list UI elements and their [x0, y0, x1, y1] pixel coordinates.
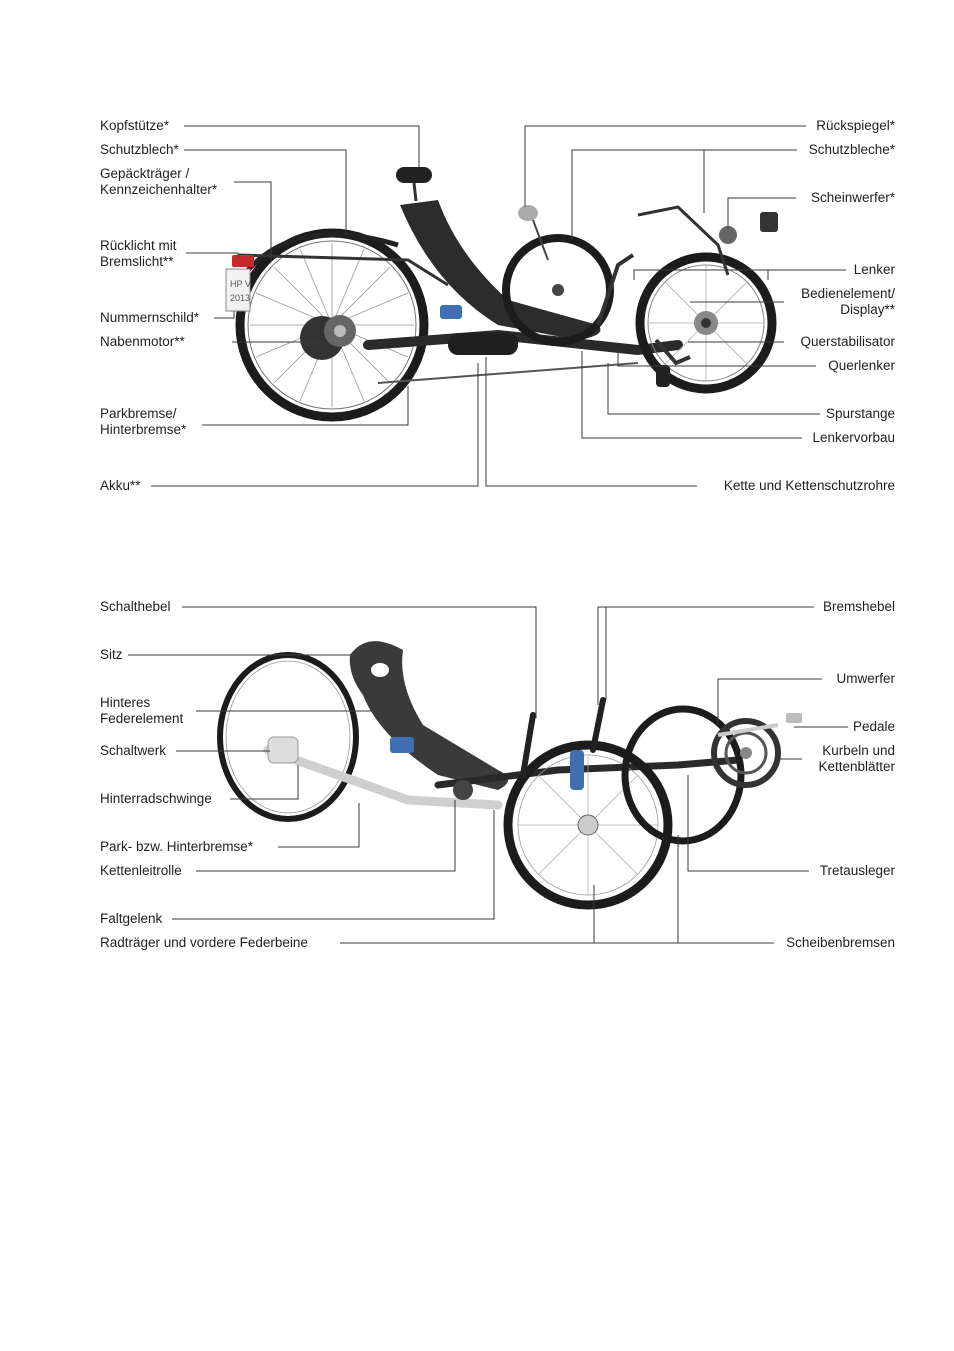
label-bedienelement-line2: Display**	[840, 302, 895, 317]
label-sitz: Sitz	[100, 647, 123, 662]
label-nummernschild: Nummernschild*	[100, 310, 200, 325]
main-frame-shape	[363, 329, 683, 356]
pedal-shape	[656, 365, 670, 387]
leader-lines-bottom-left	[128, 606, 679, 944]
label-querlenker: Querlenker	[828, 358, 895, 373]
front-wheel-near	[503, 740, 673, 910]
label-umwerfer: Umwerfer	[836, 671, 895, 686]
leader-lines-top-left	[151, 125, 479, 487]
label-kettenleitrolle: Kettenleitrolle	[100, 863, 182, 878]
top-trike-illustration: HP V 2013	[151, 125, 846, 487]
seat-shape	[400, 200, 601, 340]
top-trike-diagram: HP V 2013	[78, 95, 902, 515]
label-kurbeln-line2: Kettenblätter	[818, 759, 895, 774]
label-rueckspiegel: Rückspiegel*	[816, 118, 895, 133]
label-scheinwerfer: Scheinwerfer*	[810, 190, 895, 205]
leader-lines-top-right	[485, 125, 846, 487]
swingarm-shape	[263, 745, 503, 810]
bottom-trike-diagram: Schalthebel Sitz Hinteres Federelement S…	[78, 585, 902, 1000]
seat-hole-shape	[371, 663, 389, 677]
derailleur-shape	[267, 736, 299, 764]
label-lenkervorbau: Lenkervorbau	[812, 430, 895, 445]
idler-shape	[453, 780, 473, 800]
shift-lever-shape	[520, 712, 536, 778]
label-bremshebel: Bremshebel	[822, 599, 895, 614]
label-spurstange: Spurstange	[825, 406, 895, 421]
rear-shock-bottom	[390, 737, 414, 753]
label-gepaecktraeger-line1: Gepäckträger /	[100, 166, 190, 181]
brake-lever-shape	[590, 697, 606, 753]
label-gepaecktraeger-line2: Kennzeichenhalter*	[100, 182, 218, 197]
label-parkbremse-line1: Parkbremse/	[100, 406, 177, 421]
frame-boom-shape	[434, 756, 742, 789]
pedal-shape-bottom	[786, 713, 802, 723]
label-kopfstuetze: Kopfstütze*	[100, 118, 170, 133]
headlight-shape	[760, 212, 778, 232]
label-lenker: Lenker	[853, 262, 895, 277]
label-hinteres-line2: Federelement	[100, 711, 184, 726]
bottom-trike-illustration	[128, 606, 848, 944]
label-hinteres-line1: Hinteres	[100, 695, 151, 710]
label-schaltwerk: Schaltwerk	[100, 743, 167, 758]
label-scheibenbremsen: Scheibenbremsen	[786, 935, 895, 950]
label-tretausleger: Tretausleger	[819, 863, 895, 878]
label-bedienelement-line1: Bedienelement/	[801, 286, 895, 301]
label-pedale: Pedale	[852, 719, 895, 734]
label-schutzblech: Schutzblech*	[100, 142, 179, 157]
label-kurbeln-line1: Kurbeln und	[822, 743, 895, 758]
label-akku: Akku**	[100, 478, 141, 493]
battery-shape	[448, 333, 518, 355]
seat-shape-bottom	[349, 641, 508, 790]
front-shock-shape	[570, 750, 584, 790]
label-faltgelenk: Faltgelenk	[100, 911, 163, 926]
label-nabenmotor: Nabenmotor**	[100, 334, 185, 349]
leader-lines-bottom-right	[597, 606, 848, 944]
label-schalthebel: Schalthebel	[100, 599, 171, 614]
tail-light-shape	[232, 255, 254, 267]
front-wheel-right-top	[635, 252, 777, 394]
license-plate-shape	[225, 268, 251, 312]
headrest-shape	[396, 167, 432, 183]
front-wheel-far	[621, 705, 745, 845]
rack-shape	[237, 253, 449, 287]
label-querstabilisator: Querstabilisator	[800, 334, 895, 349]
rear-fender-shape	[246, 231, 399, 272]
plate-text-1: HP V	[230, 279, 251, 289]
handlebar-shape	[596, 253, 635, 326]
label-kette: Kette und Kettenschutzrohre	[723, 478, 895, 493]
label-parkbremse-line2: Hinterbremse*	[100, 422, 187, 437]
front-boom-shape	[637, 205, 730, 276]
mirror-shape	[518, 205, 538, 221]
label-park-hinterbremse: Park- bzw. Hinterbremse*	[100, 839, 254, 854]
plate-text-2: 2013	[230, 293, 250, 303]
label-radtraeger: Radträger und vordere Federbeine	[100, 935, 308, 950]
label-hinterradschwinge: Hinterradschwinge	[100, 791, 212, 806]
label-ruecklicht-line2: Bremslicht**	[100, 254, 174, 269]
label-schutzbleche: Schutzbleche*	[808, 142, 895, 157]
chainring-shape	[711, 718, 781, 788]
rear-shock-shape	[440, 305, 462, 319]
label-ruecklicht-line1: Rücklicht mit	[100, 238, 177, 253]
